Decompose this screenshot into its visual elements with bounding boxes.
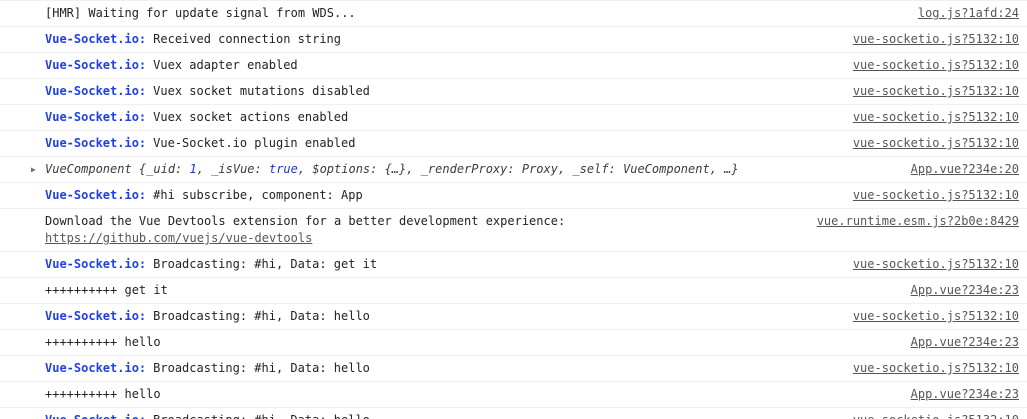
log-text: #hi subscribe, component: App bbox=[153, 188, 363, 202]
vue-socketio-prefix: Vue-Socket.io: bbox=[45, 361, 147, 375]
vue-socketio-prefix: Vue-Socket.io: bbox=[45, 136, 147, 150]
console-row: Download the Vue Devtools extension for … bbox=[0, 209, 1027, 252]
source-location-link[interactable]: vue-socketio.js?5132:10 bbox=[852, 32, 1019, 46]
console-row: Vue-Socket.io: Vuex adapter enabled vue-so… bbox=[0, 53, 1027, 79]
log-message: Vue-Socket.io: Broadcasting: #hi, Data: h… bbox=[45, 308, 837, 325]
source-location-link[interactable]: vue-socketio.js?5132:10 bbox=[852, 136, 1019, 150]
log-text: ++++++++++ hello bbox=[45, 335, 161, 349]
console-row: [HMR] Waiting for update signal from WDS… bbox=[0, 1, 1027, 27]
log-message: Vue-Socket.io: Vuex socket actions enable… bbox=[45, 109, 837, 126]
log-message: ++++++++++ get it bbox=[45, 282, 895, 299]
log-message: Vue-Socket.io: Vuex adapter enabled bbox=[45, 57, 837, 74]
log-message: Vue-Socket.io: Vue-Socket.io plugin enabl… bbox=[45, 135, 837, 152]
console-row: ++++++++++ hello App.vue?234e:23 bbox=[0, 382, 1027, 408]
log-text: Vuex socket actions enabled bbox=[153, 110, 349, 124]
log-text: Vuex socket mutations disabled bbox=[153, 84, 370, 98]
log-text: Broadcasting: #hi, Data: hello bbox=[153, 309, 370, 323]
source-location-link[interactable]: App.vue?234e:23 bbox=[910, 283, 1019, 297]
log-message: Vue-Socket.io: Broadcasting: #hi, Data: h… bbox=[45, 360, 837, 377]
log-text: ++++++++++ get it bbox=[45, 283, 168, 297]
log-message: Vue-Socket.io: Broadcasting: #hi, Data: h… bbox=[45, 412, 837, 419]
console-row: Vue-Socket.io: Broadcasting: #hi, Data: h… bbox=[0, 356, 1027, 382]
log-text: Received connection string bbox=[153, 32, 341, 46]
source-location-link[interactable]: vue-socketio.js?5132:10 bbox=[852, 188, 1019, 202]
log-text: Download the Vue Devtools extension for … bbox=[45, 214, 566, 228]
console-row: ++++++++++ get it App.vue?234e:23 bbox=[0, 278, 1027, 304]
log-message: Download the Vue Devtools extension for … bbox=[45, 213, 801, 247]
vue-socketio-prefix: Vue-Socket.io: bbox=[45, 58, 147, 72]
log-message-line2: https://github.com/vuejs/vue-devtools bbox=[45, 230, 801, 247]
source-location-link[interactable]: App.vue?234e:23 bbox=[910, 387, 1019, 401]
log-text: Vuex adapter enabled bbox=[153, 58, 298, 72]
log-text: Broadcasting: #hi, Data: get it bbox=[153, 257, 378, 271]
log-text: Broadcasting: #hi, Data: hello bbox=[153, 413, 370, 419]
console-row: Vue-Socket.io: Broadcasting: #hi, Data: h… bbox=[0, 304, 1027, 330]
console-row: Vue-Socket.io: Vuex socket mutations disa… bbox=[0, 79, 1027, 105]
devtools-url-link[interactable]: https://github.com/vuejs/vue-devtools bbox=[45, 231, 313, 245]
log-message: ++++++++++ hello bbox=[45, 386, 895, 403]
console-row: Vue-Socket.io: #hi subscribe, component: … bbox=[0, 183, 1027, 209]
log-message: VueComponent {_uid: 1, _isVue: true, $op… bbox=[45, 161, 895, 178]
object-preview-token: VueComponent {_uid: bbox=[45, 162, 190, 176]
source-location-link[interactable]: vue-socketio.js?5132:10 bbox=[852, 84, 1019, 98]
vue-socketio-prefix: Vue-Socket.io: bbox=[45, 309, 147, 323]
log-message: ++++++++++ hello bbox=[45, 334, 895, 351]
object-preview-token: true bbox=[268, 162, 298, 176]
object-preview-token: , $options: {…}, _renderProxy: Proxy, _s… bbox=[297, 162, 739, 176]
source-location-link[interactable]: vue-socketio.js?5132:10 bbox=[852, 361, 1019, 375]
disclosure-triangle-icon[interactable]: ▶ bbox=[31, 165, 36, 174]
vue-socketio-prefix: Vue-Socket.io: bbox=[45, 110, 147, 124]
source-location-link[interactable]: vue-socketio.js?5132:10 bbox=[853, 412, 1019, 419]
console-row: Vue-Socket.io: Received connection string… bbox=[0, 27, 1027, 53]
source-location-link[interactable]: App.vue?234e:23 bbox=[910, 335, 1019, 349]
log-message: Vue-Socket.io: Broadcasting: #hi, Data: g… bbox=[45, 256, 837, 273]
source-location-link[interactable]: vue-socketio.js?5132:10 bbox=[852, 257, 1019, 271]
log-message: Vue-Socket.io: Received connection string bbox=[45, 31, 837, 48]
console-row: Vue-Socket.io: Vuex socket actions enable… bbox=[0, 105, 1027, 131]
vue-socketio-prefix: Vue-Socket.io: bbox=[45, 188, 147, 202]
console-row: ▶ VueComponent {_uid: 1, _isVue: true, $o… bbox=[0, 157, 1027, 183]
object-preview-token: , _isVue: bbox=[196, 162, 269, 176]
log-text: Broadcasting: #hi, Data: hello bbox=[153, 361, 370, 375]
vue-socketio-prefix: Vue-Socket.io: bbox=[45, 84, 147, 98]
source-location-link[interactable]: log.js?1afd:24 bbox=[917, 6, 1019, 20]
log-message: [HMR] Waiting for update signal from WDS… bbox=[45, 5, 902, 22]
console-row: ++++++++++ hello App.vue?234e:23 bbox=[0, 330, 1027, 356]
console-row: Vue-Socket.io: Broadcasting: #hi, Data: g… bbox=[0, 252, 1027, 278]
source-location-link[interactable]: vue.runtime.esm.js?2b0e:8429 bbox=[816, 214, 1019, 228]
object-preview[interactable]: VueComponent {_uid: 1, _isVue: true, $op… bbox=[45, 162, 739, 176]
log-text: Vue-Socket.io plugin enabled bbox=[153, 136, 356, 150]
source-location-link[interactable]: vue-socketio.js?5132:10 bbox=[852, 58, 1019, 72]
source-location-link[interactable]: App.vue?234e:20 bbox=[910, 162, 1019, 176]
log-text: ++++++++++ hello bbox=[45, 387, 161, 401]
vue-socketio-prefix: Vue-Socket.io: bbox=[45, 32, 147, 46]
source-location-link[interactable]: vue-socketio.js?5132:10 bbox=[852, 110, 1019, 124]
source-location-link[interactable]: vue-socketio.js?5132:10 bbox=[852, 309, 1019, 323]
vue-socketio-prefix: Vue-Socket.io: bbox=[45, 257, 147, 271]
log-message: Vue-Socket.io: #hi subscribe, component: … bbox=[45, 187, 837, 204]
log-message: Vue-Socket.io: Vuex socket mutations disa… bbox=[45, 83, 837, 100]
vue-socketio-prefix: Vue-Socket.io: bbox=[45, 413, 146, 419]
console-row: Vue-Socket.io: Broadcasting: #hi, Data: h… bbox=[0, 408, 1027, 419]
console-row: Vue-Socket.io: Vue-Socket.io plugin enabl… bbox=[0, 131, 1027, 157]
object-preview-token: 1 bbox=[189, 162, 197, 176]
log-text: [HMR] Waiting for update signal from WDS… bbox=[45, 6, 356, 20]
